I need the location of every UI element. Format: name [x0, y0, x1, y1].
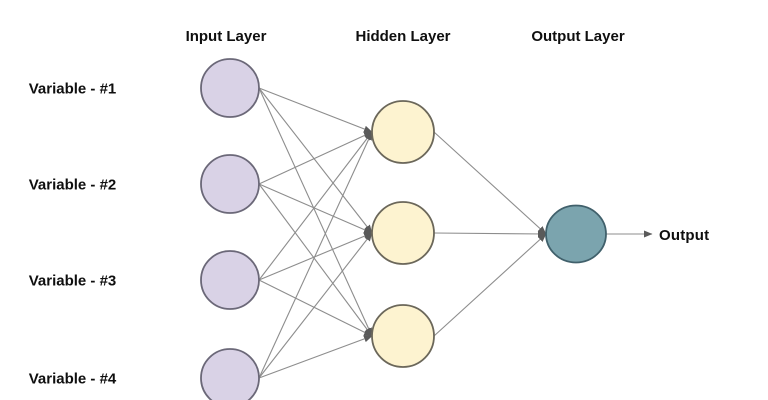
edge-input4-hidden3 — [258, 335, 373, 379]
input-node-3 — [200, 250, 260, 310]
variable-label-4: Variable - #4 — [29, 371, 117, 388]
edge-input4-hidden2 — [258, 232, 373, 379]
hidden-node-3 — [371, 304, 435, 368]
edge-input2-hidden2 — [258, 183, 373, 234]
nodes-group — [200, 58, 607, 400]
variable-label-3: Variable - #3 — [29, 273, 117, 290]
edge-hidden1-output — [433, 131, 547, 235]
input-layer-title: Input Layer — [186, 28, 267, 45]
hidden-layer-title: Hidden Layer — [355, 28, 450, 45]
output-label: Output — [659, 227, 709, 244]
input-node-4 — [200, 348, 260, 400]
edge-input1-hidden1 — [258, 87, 373, 133]
edges-group — [258, 87, 653, 379]
edge-input4-hidden1 — [258, 131, 373, 379]
edge-input1-hidden2 — [258, 87, 373, 234]
input-node-1 — [200, 58, 260, 118]
input-node-2 — [200, 154, 260, 214]
edge-input1-hidden3 — [258, 87, 373, 337]
edge-input2-hidden1 — [258, 131, 373, 185]
edge-input3-hidden1 — [258, 131, 373, 281]
edge-input2-hidden3 — [258, 183, 373, 337]
hidden-node-1 — [371, 100, 435, 164]
output-layer-title: Output Layer — [531, 28, 625, 45]
edge-hidden2-output — [433, 230, 547, 238]
variable-label-1: Variable - #1 — [29, 81, 117, 98]
variable-label-2: Variable - #2 — [29, 177, 117, 194]
edge-input3-hidden2 — [258, 232, 373, 281]
edge-hidden3-output — [433, 233, 547, 337]
hidden-node-2 — [371, 201, 435, 265]
output-node — [545, 204, 607, 264]
edge-input3-hidden3 — [258, 279, 373, 337]
